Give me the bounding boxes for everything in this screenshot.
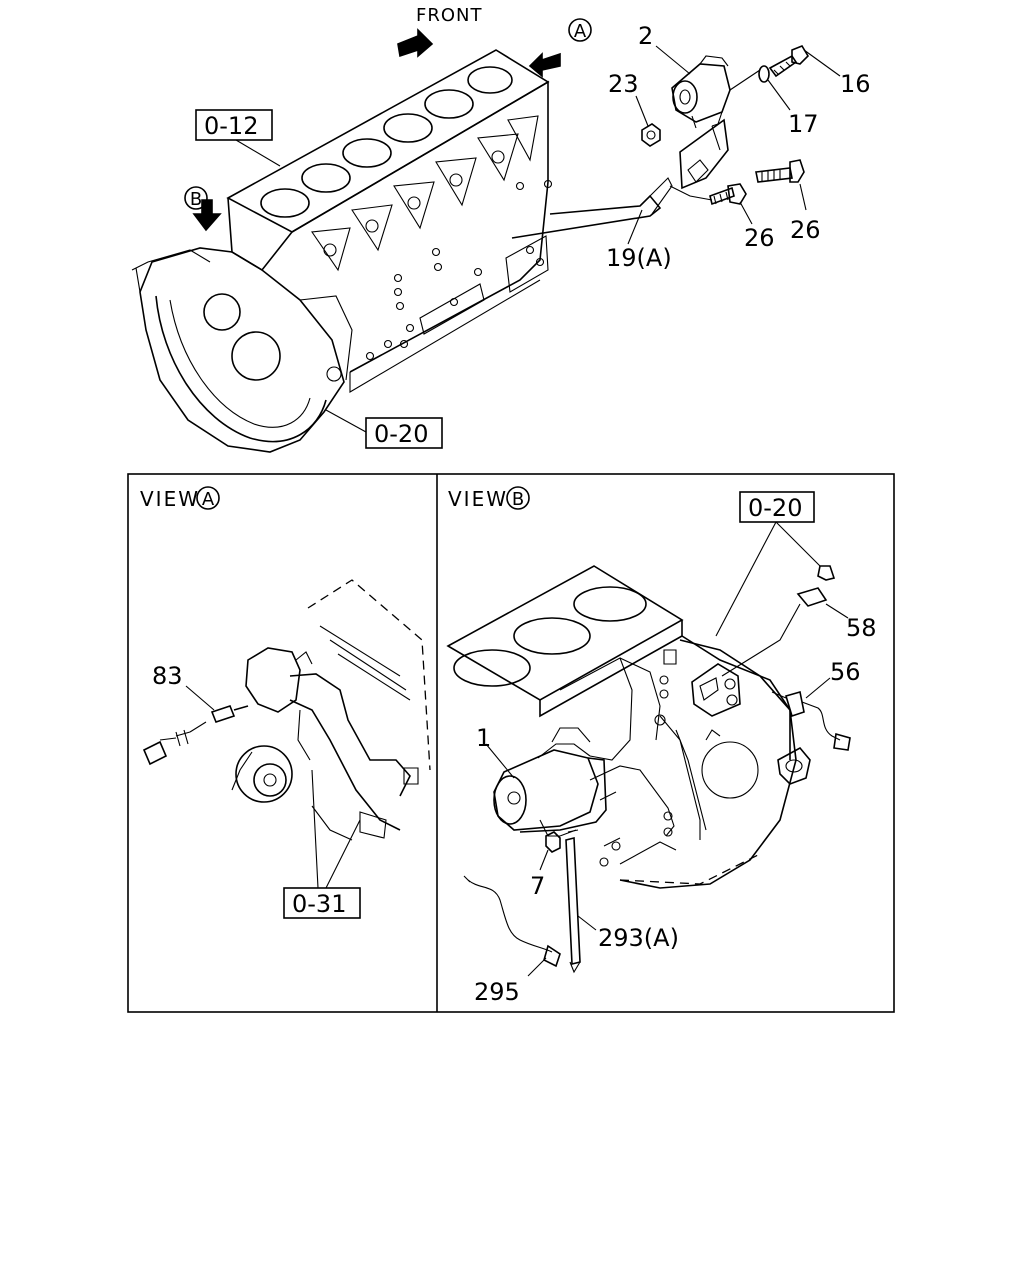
callout-56: 56: [830, 658, 861, 686]
callout-17: 17: [788, 110, 819, 138]
view-a-panel: VIEW A: [140, 486, 431, 889]
svg-text:A: A: [574, 21, 587, 42]
callout-16: 16: [840, 70, 871, 98]
svg-text:B: B: [512, 489, 524, 510]
callout-1: 1: [476, 724, 491, 752]
callout-2: 2: [638, 22, 653, 50]
callout-295: 295: [474, 978, 520, 1006]
ref-box-block: 0-12: [195, 109, 281, 167]
view-b-title: VIEW: [448, 487, 508, 511]
view-a-title: VIEW: [140, 487, 200, 511]
view-a-marker: A: [196, 486, 220, 510]
callout-58: 58: [846, 614, 877, 642]
svg-text:0-31: 0-31: [292, 890, 346, 918]
callout-19a: 19(A): [606, 244, 672, 272]
front-label: FRONT: [416, 5, 483, 26]
svg-text:A: A: [202, 489, 215, 510]
svg-text:0-12: 0-12: [204, 112, 258, 140]
view-marker-a-top: A: [568, 18, 592, 42]
engine-block-illustration: [131, 28, 561, 453]
ref-box-flywheel-housing: 0-20: [325, 409, 443, 449]
ref-box-view-b: 0-20: [739, 491, 815, 523]
callout-26-right: 26: [790, 216, 821, 244]
alternator-assembly: [511, 45, 841, 245]
svg-text:B: B: [190, 189, 202, 210]
callout-83: 83: [152, 662, 183, 690]
callout-26-left: 26: [744, 224, 775, 252]
svg-text:0-20: 0-20: [748, 494, 802, 522]
ref-box-view-a: 0-31: [283, 887, 361, 919]
view-marker-b-top: B: [184, 186, 208, 210]
view-b-marker: B: [506, 486, 530, 510]
callout-7: 7: [530, 872, 545, 900]
svg-text:0-20: 0-20: [374, 420, 428, 448]
callout-23: 23: [608, 70, 639, 98]
view-panels-frame: [127, 473, 895, 1013]
callout-293a: 293(A): [598, 924, 679, 952]
view-b-panel: VIEW B: [446, 486, 851, 977]
